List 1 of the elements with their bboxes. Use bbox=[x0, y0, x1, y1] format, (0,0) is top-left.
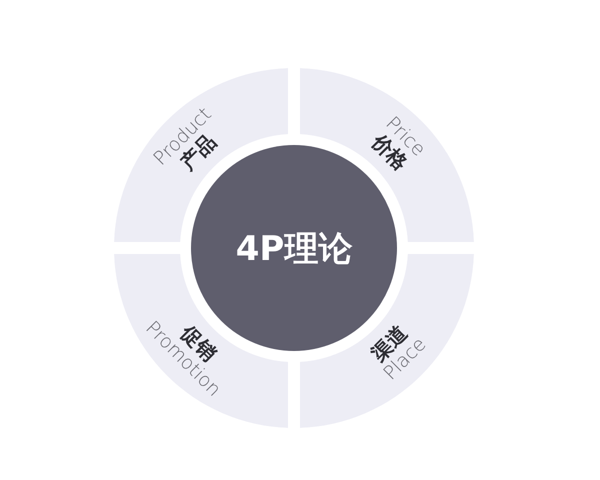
center-title: 4P理论 bbox=[234, 228, 354, 271]
